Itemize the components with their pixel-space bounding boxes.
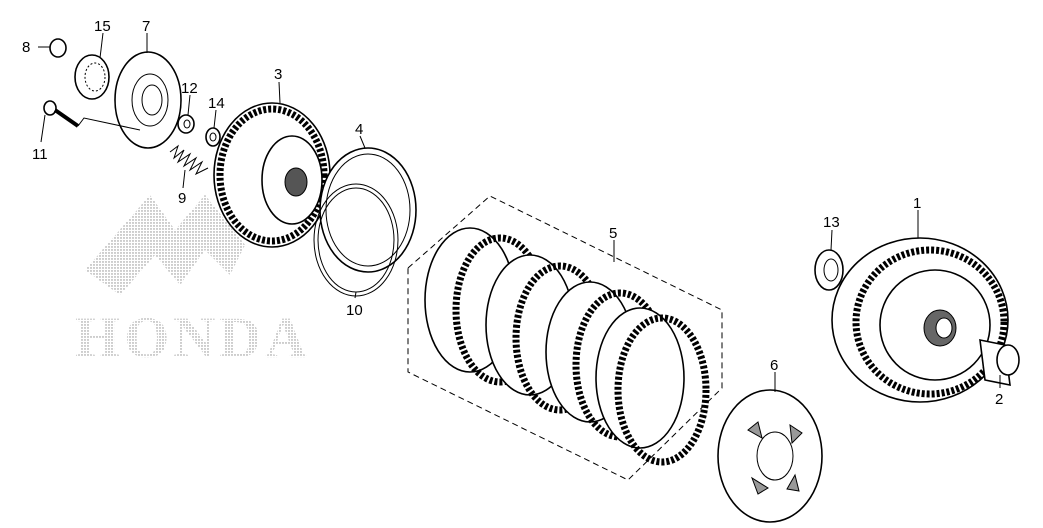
part-6-pressure-plate[interactable] (717, 389, 823, 523)
callout-6: 6 (770, 357, 778, 374)
part-13-washer[interactable] (814, 249, 844, 291)
callout-9: 9 (178, 190, 186, 207)
callout-2: 2 (995, 391, 1003, 408)
callout-5: 5 (609, 225, 617, 242)
callout-7: 7 (142, 18, 150, 35)
part-11-bolt[interactable] (43, 100, 141, 131)
part-15-bearing[interactable] (74, 54, 110, 100)
callout-13: 13 (823, 214, 840, 231)
callout-11: 11 (32, 146, 48, 163)
part-1-clutch-outer[interactable] (831, 237, 1009, 403)
part-8-cap[interactable] (49, 38, 67, 58)
part-3-clutch-center[interactable] (213, 102, 331, 248)
callout-15: 15 (94, 18, 111, 35)
callout-3: 3 (274, 66, 282, 83)
part-12-nut[interactable] (177, 114, 195, 134)
callout-8: 8 (22, 39, 30, 56)
part-5-clutch-plate-set[interactable] (407, 195, 723, 481)
leader-lines (38, 32, 1001, 392)
callout-1: 1 (913, 195, 921, 212)
part-9-spring[interactable] (169, 144, 209, 176)
honda-logo-text: HONDA (75, 305, 311, 370)
part-4-ring[interactable] (319, 147, 417, 273)
callout-12: 12 (181, 80, 198, 97)
callout-10: 10 (346, 302, 363, 319)
honda-logo-watermark: HONDA (75, 195, 311, 370)
callout-labels: 8 15 7 12 14 3 4 11 9 10 5 13 1 6 2 (22, 18, 1003, 408)
part-7-lifter-plate[interactable] (114, 51, 182, 149)
part-2-sleeve[interactable] (979, 338, 1020, 387)
callout-14: 14 (208, 95, 225, 112)
part-14-washer[interactable] (205, 127, 221, 147)
callout-4: 4 (355, 121, 363, 138)
